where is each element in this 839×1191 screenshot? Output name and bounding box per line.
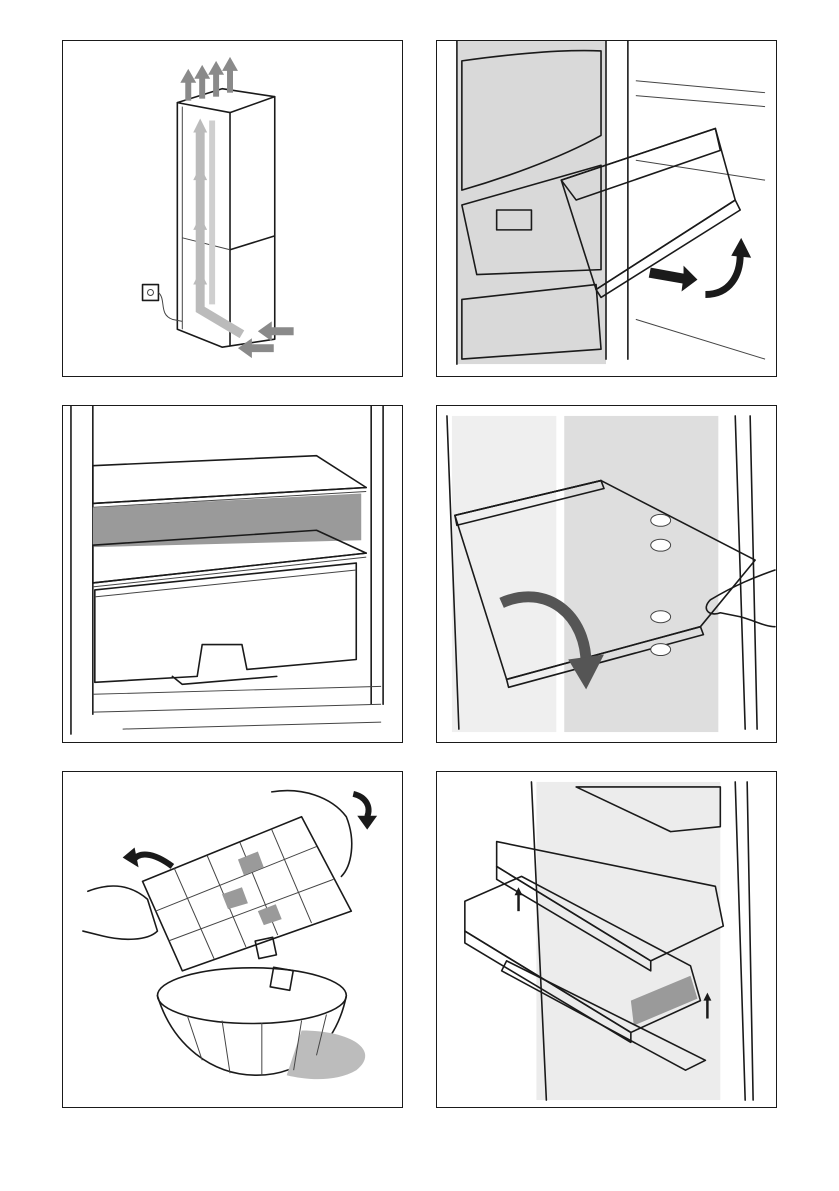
illustration-panel-ice-tray bbox=[62, 771, 403, 1108]
illustration-panel-shelf-removal bbox=[436, 405, 777, 743]
shelf-and-crisper-icon bbox=[63, 406, 402, 742]
air-circulation-icon bbox=[63, 41, 402, 376]
drawer-removal-icon bbox=[437, 41, 776, 376]
illustration-panel-ventilation bbox=[62, 40, 403, 377]
illustration-panel-door-shelves bbox=[436, 771, 777, 1108]
shelf-removal-icon bbox=[437, 406, 776, 742]
illustration-panel-shelf-crisper bbox=[62, 405, 403, 743]
ice-cube-tray-icon bbox=[63, 772, 402, 1107]
illustration-panel-drawer bbox=[436, 40, 777, 377]
door-shelf-removal-icon bbox=[437, 772, 776, 1107]
